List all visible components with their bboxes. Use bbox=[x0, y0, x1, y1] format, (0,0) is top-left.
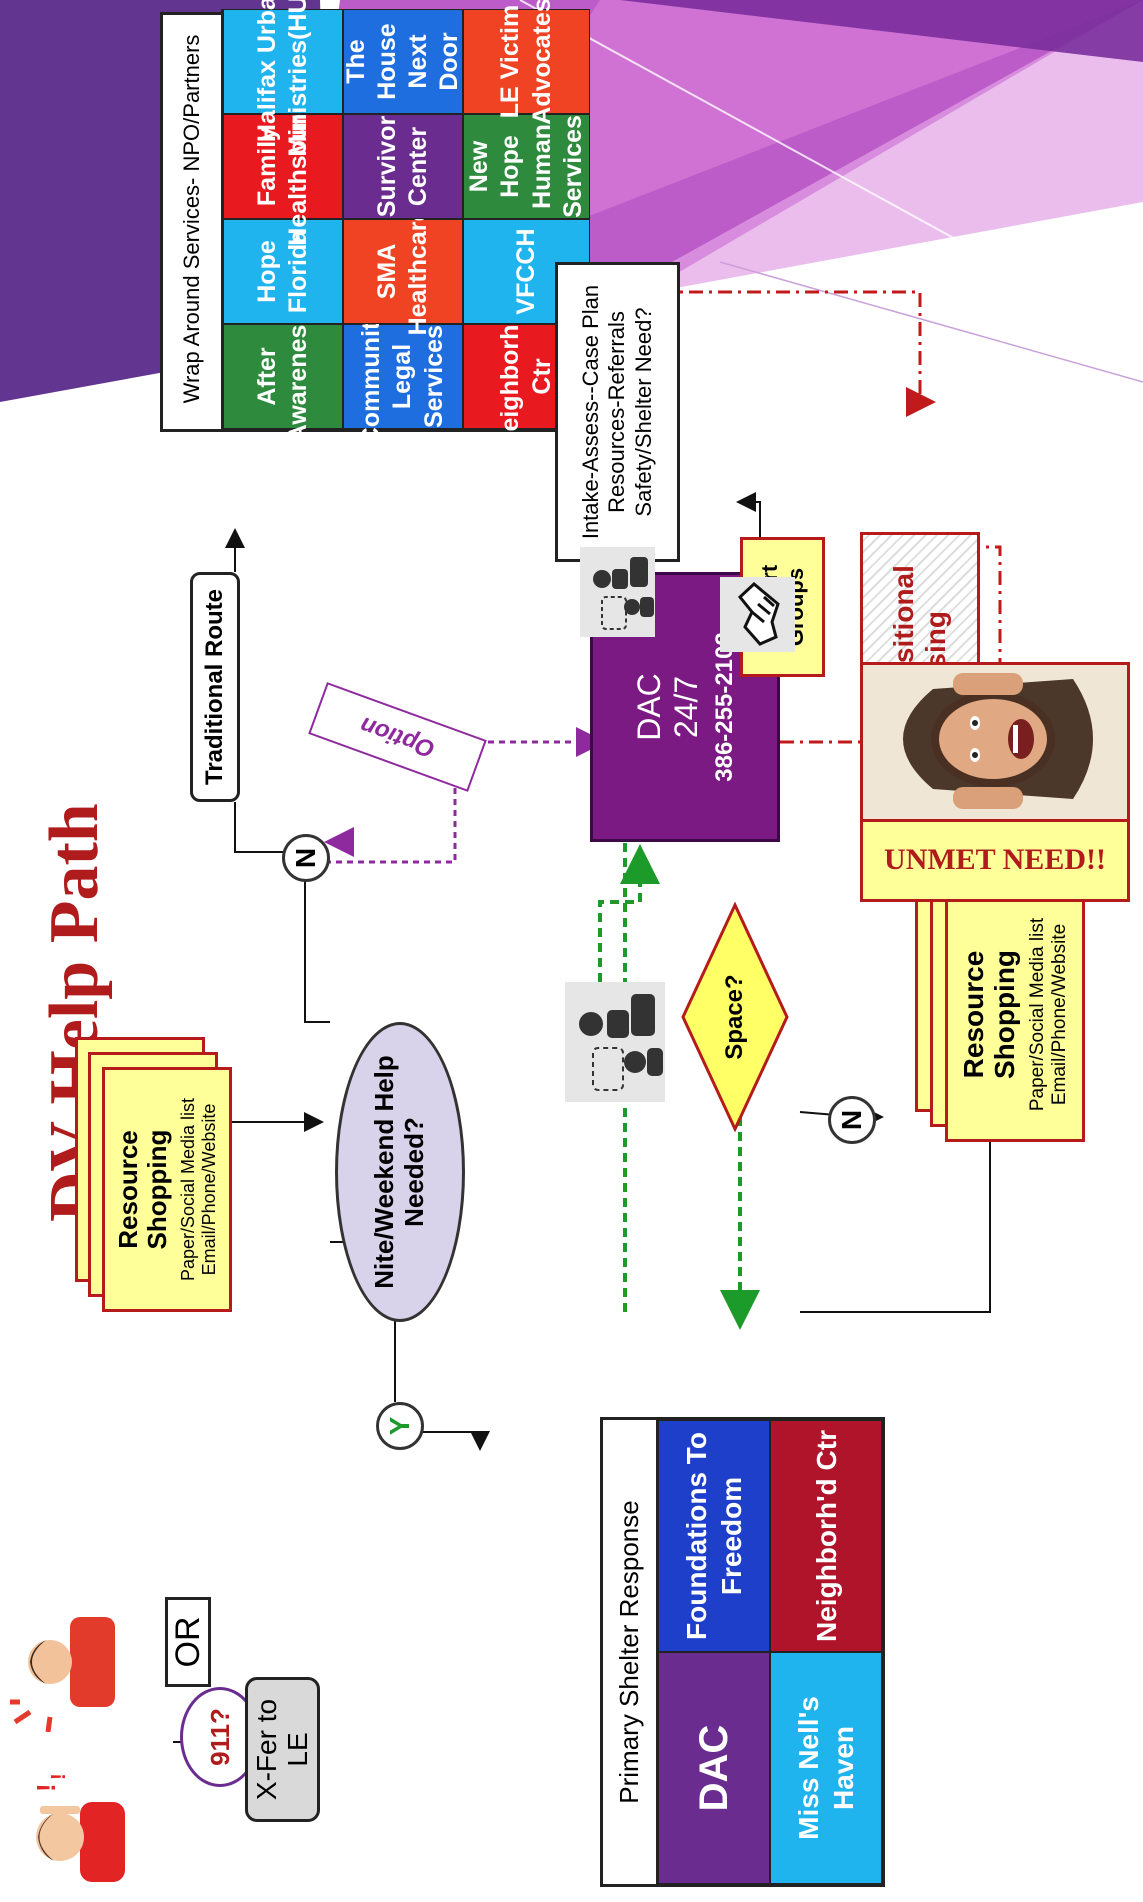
resource-shopping-title: Resource Shopping bbox=[113, 1129, 172, 1250]
partner-after-awareness: After Awareness bbox=[223, 311, 343, 442]
conversation-icon bbox=[565, 982, 665, 1102]
intake-line-3: Safety/Shelter Need? bbox=[630, 307, 656, 517]
intake-line-1: Intake-Assess--Case Plan bbox=[577, 284, 603, 540]
handshake-icon bbox=[720, 577, 795, 652]
dac-hours: 24/7 bbox=[668, 675, 704, 739]
space-decision: Space? bbox=[680, 902, 790, 1132]
partner-house-next-door: The House Next Door bbox=[342, 9, 463, 114]
partner-le-victim-advocates: LE Victim Advocates bbox=[463, 0, 590, 125]
no-node-1: N bbox=[282, 834, 330, 882]
partner-community-legal: Community Legal Services bbox=[343, 308, 463, 445]
wrap-around-header: Wrap Around Services- NPO/Partners bbox=[163, 9, 223, 429]
shelter-miss-nells-haven: Miss Nell's Haven bbox=[770, 1652, 882, 1884]
resource-shopping-sheet-1: Resource Shopping Paper/Social Media lis… bbox=[102, 1067, 232, 1312]
svg-text:!: ! bbox=[48, 1773, 70, 1780]
screaming-woman-photo bbox=[863, 665, 1127, 819]
resource-shopping-line1: Paper/Social Media list bbox=[177, 1097, 198, 1282]
shelter-neighborhd-ctr: Neighborh'd Ctr bbox=[770, 1420, 882, 1652]
intake-line-2: Resources-Referrals bbox=[604, 311, 630, 513]
wrap-around-table: Wrap Around Services- NPO/Partners After… bbox=[160, 0, 590, 450]
shelter-foundations-to-freedom: Foundations To Freedom bbox=[658, 1420, 770, 1652]
resource-shopping-line2-2: Email/Phone/Website bbox=[1048, 923, 1070, 1106]
partner-hum: Halifax Urban Ministries(HUM) bbox=[223, 0, 343, 157]
primary-shelter-header: Primary Shelter Response bbox=[603, 1420, 658, 1884]
resource-shopping-line2: Email/Phone/Website bbox=[198, 1103, 219, 1276]
resource-shopping-line1-2: Paper/Social Media list bbox=[1026, 917, 1048, 1112]
primary-shelter-table: Primary Shelter Response DAC Foundations… bbox=[600, 1417, 885, 1887]
partner-survivor-center: Survivor Center bbox=[343, 114, 463, 219]
traditional-route-box: Traditional Route bbox=[190, 572, 240, 802]
or-separator: OR bbox=[165, 1597, 211, 1687]
xfer-to-le-box: X-Fer to LE bbox=[245, 1677, 320, 1822]
space-decision-label: Space? bbox=[721, 974, 748, 1060]
dac-phone: 386-255-2102 bbox=[711, 632, 738, 782]
resource-shopping-sheet-2: Resource Shopping Paper/Social Media lis… bbox=[945, 887, 1085, 1142]
partner-new-hope: New Hope Human Services bbox=[463, 114, 590, 219]
distressed-person-icon: ! ! bbox=[20, 1762, 130, 1892]
unmet-need-label: UNMET NEED!! bbox=[884, 843, 1106, 877]
nite-weekend-decision: Nite/Weekend Help Needed? bbox=[335, 1022, 465, 1322]
partner-sma-healthcare: SMA Healthcare bbox=[343, 208, 463, 335]
no-node-2: N bbox=[828, 1096, 876, 1144]
conversation-icon bbox=[580, 547, 655, 637]
frustrated-person-icon bbox=[10, 1592, 120, 1733]
resource-shopping-title-2: Resource Shopping bbox=[958, 949, 1020, 1080]
dac-name: DAC bbox=[631, 673, 667, 741]
shelter-dac: DAC bbox=[658, 1652, 770, 1884]
intake-assess-box: Intake-Assess--Case Plan Resources-Refer… bbox=[555, 262, 680, 562]
svg-text:!: ! bbox=[31, 1783, 61, 1792]
unmet-need-box: UNMET NEED!! bbox=[860, 662, 1130, 902]
yes-node: Y bbox=[376, 1402, 424, 1450]
